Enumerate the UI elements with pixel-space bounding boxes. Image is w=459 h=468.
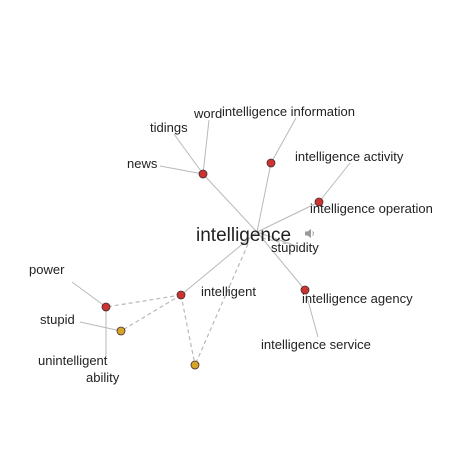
- label-intelligence-agency[interactable]: intelligence agency: [302, 291, 413, 306]
- dashed-edge-intelligent-unintelligent: [120, 294, 182, 332]
- label-news[interactable]: news: [127, 156, 158, 171]
- edge-info-label: [270, 117, 297, 164]
- dashed-edge-center-stupidity: [261, 237, 297, 247]
- label-intelligence-information[interactable]: intelligence information: [222, 104, 355, 119]
- edge-agency-service: [304, 289, 319, 338]
- edge-center-agency: [256, 231, 306, 291]
- node-intelligent[interactable]: [176, 290, 186, 300]
- center-word-label: intelligence: [196, 225, 291, 246]
- node-unintelligent[interactable]: [116, 326, 126, 336]
- label-stupid[interactable]: stupid: [40, 312, 75, 327]
- edge-center-operation: [256, 201, 320, 233]
- label-tidings[interactable]: tidings: [150, 120, 188, 135]
- label-intelligence-service[interactable]: intelligence service: [261, 337, 371, 352]
- label-intelligence-activity[interactable]: intelligence activity: [295, 149, 404, 164]
- label-intelligence-operation[interactable]: intelligence operation: [310, 201, 433, 216]
- label-stupidity[interactable]: stupidity: [271, 240, 319, 255]
- edge-hub-tidings: [173, 133, 204, 175]
- node-news[interactable]: [198, 169, 208, 179]
- node-intelligence-information[interactable]: [266, 158, 276, 168]
- speaker-icon[interactable]: [305, 229, 314, 238]
- edge-center-stupidity: [256, 231, 297, 247]
- node-ability[interactable]: [190, 360, 200, 370]
- edge-stupid-power: [71, 281, 107, 308]
- edge-operation-activity: [318, 162, 351, 203]
- edge-center-info: [256, 162, 272, 233]
- edge-center-news-hub: [202, 173, 258, 233]
- label-ability[interactable]: ability: [86, 370, 120, 385]
- antonym-edges: [105, 237, 297, 366]
- edge-hub-news: [159, 165, 204, 175]
- node-intelligence-operation[interactable]: [314, 197, 324, 207]
- dashed-edge-intelligent-stupid: [105, 294, 182, 308]
- node-intelligence-agency[interactable]: [300, 285, 310, 295]
- nodes: [101, 158, 324, 370]
- label-unintelligent[interactable]: unintelligent: [38, 353, 108, 368]
- node-stupid[interactable]: [101, 302, 111, 312]
- edges: [71, 117, 351, 357]
- label-power[interactable]: power: [29, 262, 65, 277]
- dashed-edge-intelligent-ability: [180, 294, 196, 366]
- label-intelligent[interactable]: intelligent: [201, 284, 256, 299]
- edge-hub-word: [202, 119, 210, 175]
- labels: word tidings news intelligence informati…: [29, 104, 433, 385]
- label-word[interactable]: word: [193, 106, 222, 121]
- edge-stupid-label: [79, 321, 122, 332]
- dashed-edge-center-ability: [194, 243, 249, 366]
- edge-center-intelligent: [180, 231, 258, 296]
